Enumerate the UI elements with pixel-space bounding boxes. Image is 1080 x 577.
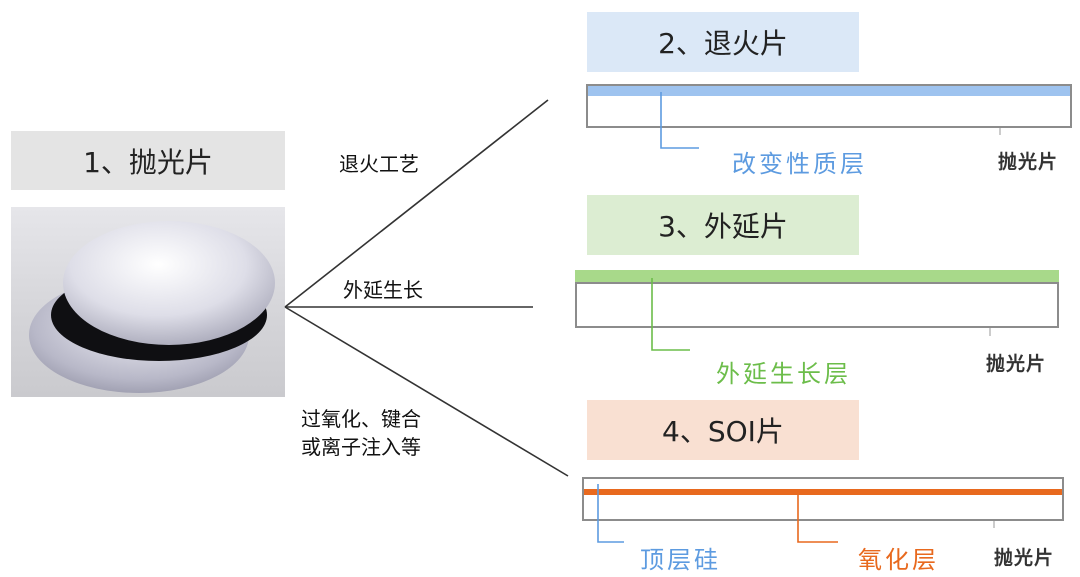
anneal-modified-layer xyxy=(588,86,1070,96)
polished-wafer-label: 1、抛光片 xyxy=(83,145,213,179)
epitaxy-wafer-cross-section xyxy=(575,282,1059,328)
epitaxy-wafer-title-box: 3、外延片 xyxy=(587,195,859,255)
branch-epitaxy-label: 外延生长 xyxy=(343,278,423,302)
soi-substrate-label: 抛光片 xyxy=(994,547,1055,569)
soi-wafer-title-box: 4、SOI片 xyxy=(587,400,859,460)
epitaxy-substrate-label: 抛光片 xyxy=(986,353,1047,375)
anneal-layer-label: 改变性质层 xyxy=(732,150,867,178)
branch-soi-label-line2: 或离子注入等 xyxy=(301,435,421,459)
epitaxy-growth-layer xyxy=(575,270,1059,282)
soi-oxide-layer xyxy=(584,489,1062,495)
branch-soi-label-line1: 过氧化、键合 xyxy=(301,407,421,431)
anneal-wafer-cross-section xyxy=(586,84,1072,128)
branch-anneal-label: 退火工艺 xyxy=(339,152,419,176)
epitaxy-layer-label: 外延生长层 xyxy=(716,360,851,388)
anneal-wafer-title: 2、退火片 xyxy=(658,27,788,60)
anneal-substrate-label: 抛光片 xyxy=(998,151,1059,173)
line-to-anneal xyxy=(284,99,549,308)
polished-wafer-photo xyxy=(11,207,285,397)
line-to-soi xyxy=(284,306,569,477)
epitaxy-wafer-title: 3、外延片 xyxy=(658,210,788,243)
soi-oxide-label: 氧化层 xyxy=(858,546,939,574)
wafer-illustration xyxy=(29,221,275,393)
anneal-wafer-title-box: 2、退火片 xyxy=(587,12,859,72)
soi-top-silicon-label: 顶层硅 xyxy=(640,546,721,574)
soi-wafer-cross-section xyxy=(582,477,1064,521)
soi-wafer-title: 4、SOI片 xyxy=(662,415,784,448)
polished-wafer-label-box: 1、抛光片 xyxy=(11,131,285,190)
